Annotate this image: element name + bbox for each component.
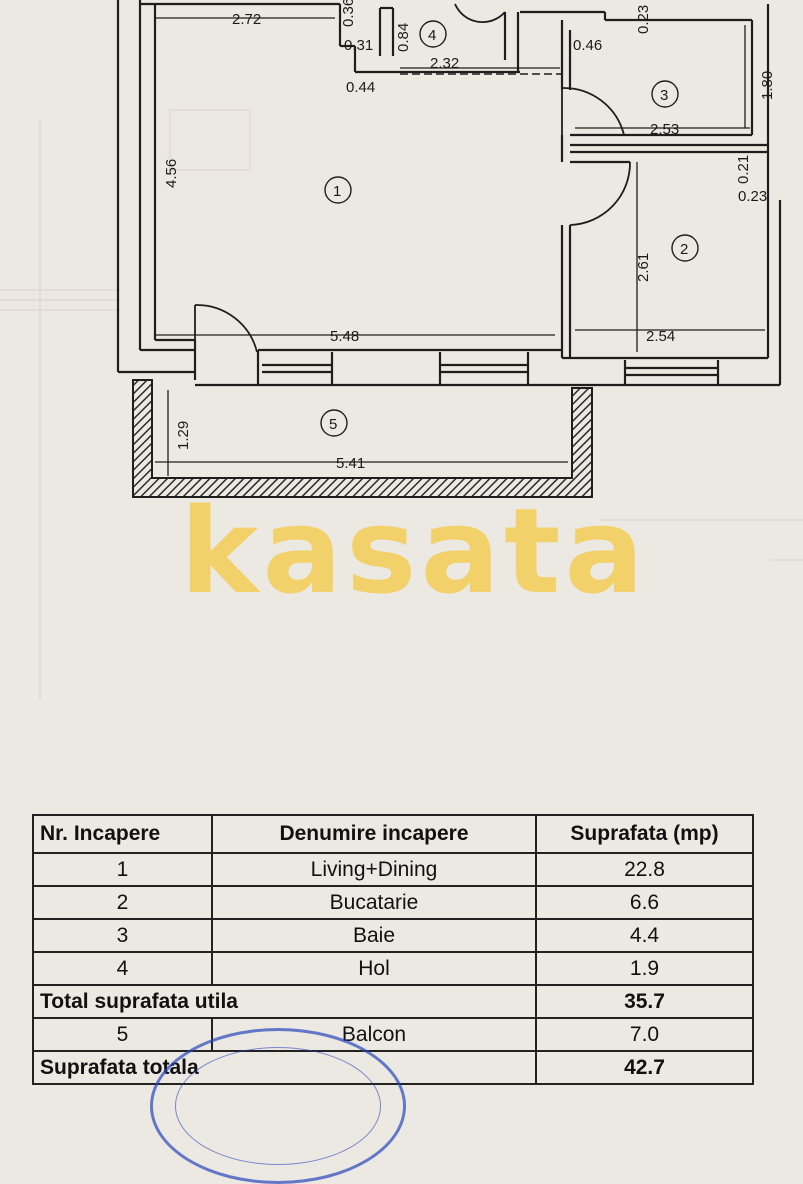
dim-balcony-width: 5.41: [336, 455, 365, 472]
balcony-row: 5 Balcon 7.0: [32, 1017, 754, 1052]
cell-area: 22.8: [535, 852, 754, 887]
cell-area: 4.4: [535, 918, 754, 953]
room-marker-3: 3: [651, 80, 679, 108]
svg-text:1: 1: [333, 183, 341, 200]
dim-031: 0.31: [344, 37, 373, 54]
dim-kitchen-height: 2.61: [635, 253, 652, 282]
cell-area: 6.6: [535, 885, 754, 920]
dimension-lines: [154, 17, 765, 476]
table-row: 4 Hol 1.9: [32, 951, 754, 986]
header-area: Suprafata (mp): [535, 814, 754, 854]
table-header-row: Nr. Incapere Denumire incapere Suprafata…: [32, 814, 754, 854]
cell-nr: 2: [32, 885, 213, 920]
dim-hol-width: 2.32: [430, 55, 459, 72]
dim-bath-height: 1.80: [759, 71, 776, 100]
floor-plan: 2.72 0.36 0.31 0.84 2.32 0.44 0.46 0.23 …: [0, 0, 803, 700]
dim-living-width-top: 2.72: [232, 11, 261, 28]
svg-text:4: 4: [428, 27, 436, 44]
dim-living-height: 4.56: [163, 159, 180, 188]
dim-044: 0.44: [346, 79, 375, 96]
svg-text:3: 3: [660, 87, 668, 104]
dim-023-top: 0.23: [635, 5, 652, 34]
official-stamp: [150, 1028, 406, 1184]
cell-nr: 5: [32, 1017, 213, 1052]
stamp-inner-ring: [175, 1047, 381, 1165]
balcony-wall: [132, 379, 593, 498]
svg-text:5: 5: [329, 416, 337, 433]
dim-living-width-bottom: 5.48: [330, 328, 359, 345]
cell-name: Hol: [211, 951, 537, 986]
svg-text:2: 2: [680, 241, 688, 258]
useful-total-row: Total suprafata utila 35.7: [32, 984, 754, 1019]
useful-total-label: Total suprafata utila: [32, 984, 536, 1019]
cell-nr: 1: [32, 852, 213, 887]
dim-kitchen-width: 2.54: [646, 328, 675, 345]
room-marker-2: 2: [671, 234, 699, 262]
cell-name: Baie: [211, 918, 537, 953]
area-table: Nr. Incapere Denumire incapere Suprafata…: [32, 814, 754, 1085]
header-name: Denumire incapere: [211, 814, 537, 854]
dim-046: 0.46: [573, 37, 602, 54]
table-row: 2 Bucatarie 6.6: [32, 885, 754, 920]
table-row: 3 Baie 4.4: [32, 918, 754, 953]
dim-036: 0.36: [340, 0, 357, 27]
cell-name: Living+Dining: [211, 852, 537, 887]
table-row: 1 Living+Dining 22.8: [32, 852, 754, 887]
cell-nr: 4: [32, 951, 213, 986]
dim-balcony-depth: 1.29: [175, 421, 192, 450]
cell-name: Bucatarie: [211, 885, 537, 920]
dim-bath-width: 2.53: [650, 121, 679, 138]
watermark-logo: kasata: [180, 482, 648, 620]
cell-nr: 3: [32, 918, 213, 953]
cell-area: 7.0: [535, 1017, 754, 1052]
dim-084: 0.84: [395, 23, 412, 52]
room-marker-1: 1: [324, 176, 352, 204]
dim-021: 0.21: [735, 155, 752, 184]
useful-total-area: 35.7: [535, 984, 754, 1019]
doors: [194, 3, 631, 353]
header-nr: Nr. Incapere: [32, 814, 213, 854]
room-marker-4: 4: [419, 20, 447, 48]
cell-area: 1.9: [535, 951, 754, 986]
dim-023-right: 0.23: [738, 188, 767, 205]
grand-total-area: 42.7: [535, 1050, 754, 1085]
room-marker-5: 5: [320, 409, 348, 437]
background-lines: [0, 109, 803, 700]
